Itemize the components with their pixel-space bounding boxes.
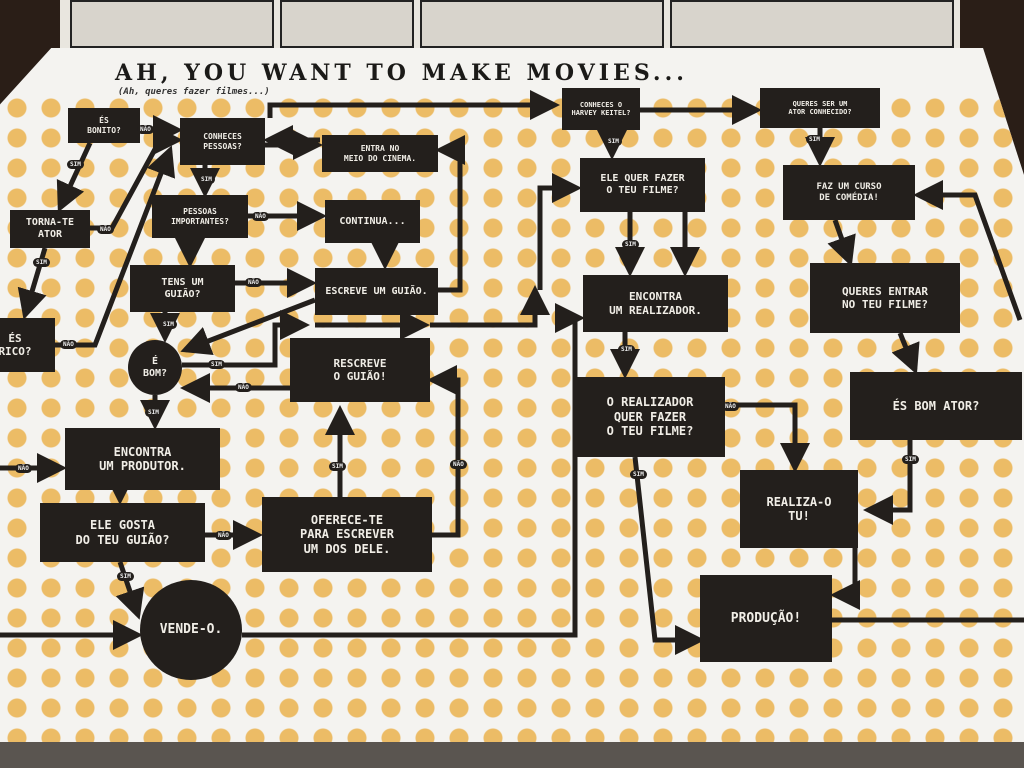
connector xyxy=(430,285,550,328)
connector xyxy=(242,303,585,638)
label-nao: NÃO xyxy=(252,212,269,221)
comic-strip-top xyxy=(60,0,960,50)
label-nao: NÃO xyxy=(15,464,32,473)
node-rescreve-guiao: RESCREVE O GUIÃO! xyxy=(290,338,430,402)
label-sim: SIM xyxy=(33,258,50,267)
label-sim: SIM xyxy=(806,135,823,144)
page-edge xyxy=(0,742,1024,768)
connector xyxy=(725,402,810,473)
connector xyxy=(267,90,560,120)
label-nao: NÃO xyxy=(235,383,252,392)
label-sim: SIM xyxy=(329,462,346,471)
comic-panel xyxy=(70,0,274,48)
node-faz-curso-comedia: FAZ UM CURSO DE COMÉDIA! xyxy=(783,165,915,220)
connector xyxy=(427,365,461,538)
comic-panel xyxy=(280,0,414,48)
label-sim: SIM xyxy=(902,455,919,464)
label-sim: SIM xyxy=(160,320,177,329)
label-nao: NÃO xyxy=(60,340,77,349)
connector xyxy=(913,180,1023,321)
connector xyxy=(632,456,705,655)
connector xyxy=(891,332,920,375)
node-producao: PRODUÇÃO! xyxy=(700,575,832,662)
label-nao: NÃO xyxy=(450,460,467,469)
node-continua: CONTINUA... xyxy=(325,200,420,243)
label-sim: SIM xyxy=(618,345,635,354)
label-sim: SIM xyxy=(145,408,162,417)
comic-panel xyxy=(670,0,954,48)
node-torna-te-ator: TORNA-TE ATOR xyxy=(10,210,90,248)
connector xyxy=(56,141,93,213)
connector xyxy=(827,219,856,267)
label-sim: SIM xyxy=(622,240,639,249)
connector xyxy=(115,561,145,620)
node-es-rico: ÉS RICO? xyxy=(0,318,55,372)
node-encontra-realizador: ENCONTRA UM REALIZADOR. xyxy=(583,275,728,332)
label-nao: NÃO xyxy=(215,531,232,540)
node-e-bom: É BOM? xyxy=(128,340,182,395)
node-ele-gosta-guiao: ELE GOSTA DO TEU GUIÃO? xyxy=(40,503,205,562)
page-subtitle: (Ah, queres fazer filmes...) xyxy=(118,87,270,97)
node-escreve-um-guiao: ESCREVE UM GUIÃO. xyxy=(315,268,438,315)
node-encontra-produtor: ENCONTRA UM PRODUTOR. xyxy=(65,428,220,490)
comic-panel xyxy=(420,0,664,48)
connector xyxy=(537,173,582,290)
node-oferece-te: OFERECE-TE PARA ESCREVER UM DOS DELE. xyxy=(262,497,432,572)
label-sim: SIM xyxy=(198,175,215,184)
connector xyxy=(435,135,465,293)
label-sim: SIM xyxy=(630,470,647,479)
connector xyxy=(182,310,310,368)
node-vende-o: VENDE-O. xyxy=(140,580,242,680)
node-conheces-pessoas: CONHECES PESSOAS? xyxy=(180,118,265,165)
node-queres-ser-ator: QUERES SER UM ATOR CONHECIDO? xyxy=(760,88,880,128)
label-nao: NÃO xyxy=(722,402,739,411)
label-sim: SIM xyxy=(117,572,134,581)
connector xyxy=(180,297,316,356)
label-sim: SIM xyxy=(605,137,622,146)
label-sim: SIM xyxy=(67,160,84,169)
page-title: AH, YOU WANT TO MAKE MOVIES... xyxy=(115,60,688,86)
node-pessoas-importantes: PESSOAS IMPORTANTES? xyxy=(152,195,248,238)
node-tens-um-guiao: TENS UM GUIÃO? xyxy=(130,265,235,312)
node-conheces-harvey-keitel: CONHECES O HARVEY KEITEL? xyxy=(562,88,640,130)
node-realiza-o-tu: REALIZA-O TU! xyxy=(740,470,858,548)
label-sim: SIM xyxy=(208,360,225,369)
node-es-bom-ator: ÉS BOM ATOR? xyxy=(850,372,1022,440)
node-o-realizador-quer: O REALIZADOR QUER FAZER O TEU FILME? xyxy=(575,377,725,457)
node-queres-entrar-filme: QUERES ENTRAR NO TEU FILME? xyxy=(810,263,960,333)
node-es-bonito: ÉS BONITO? xyxy=(68,108,140,143)
node-entra-meio-cinema: ENTRA NO MEIO DO CINEMA. xyxy=(322,135,438,172)
connector xyxy=(863,440,913,525)
connector xyxy=(830,548,860,610)
label-nao: NÃO xyxy=(137,125,154,134)
label-nao: NÃO xyxy=(245,278,262,287)
node-ele-quer-fazer-filme: ELE QUER FAZER O TEU FILME? xyxy=(580,158,705,212)
label-nao: NÃO xyxy=(97,225,114,234)
